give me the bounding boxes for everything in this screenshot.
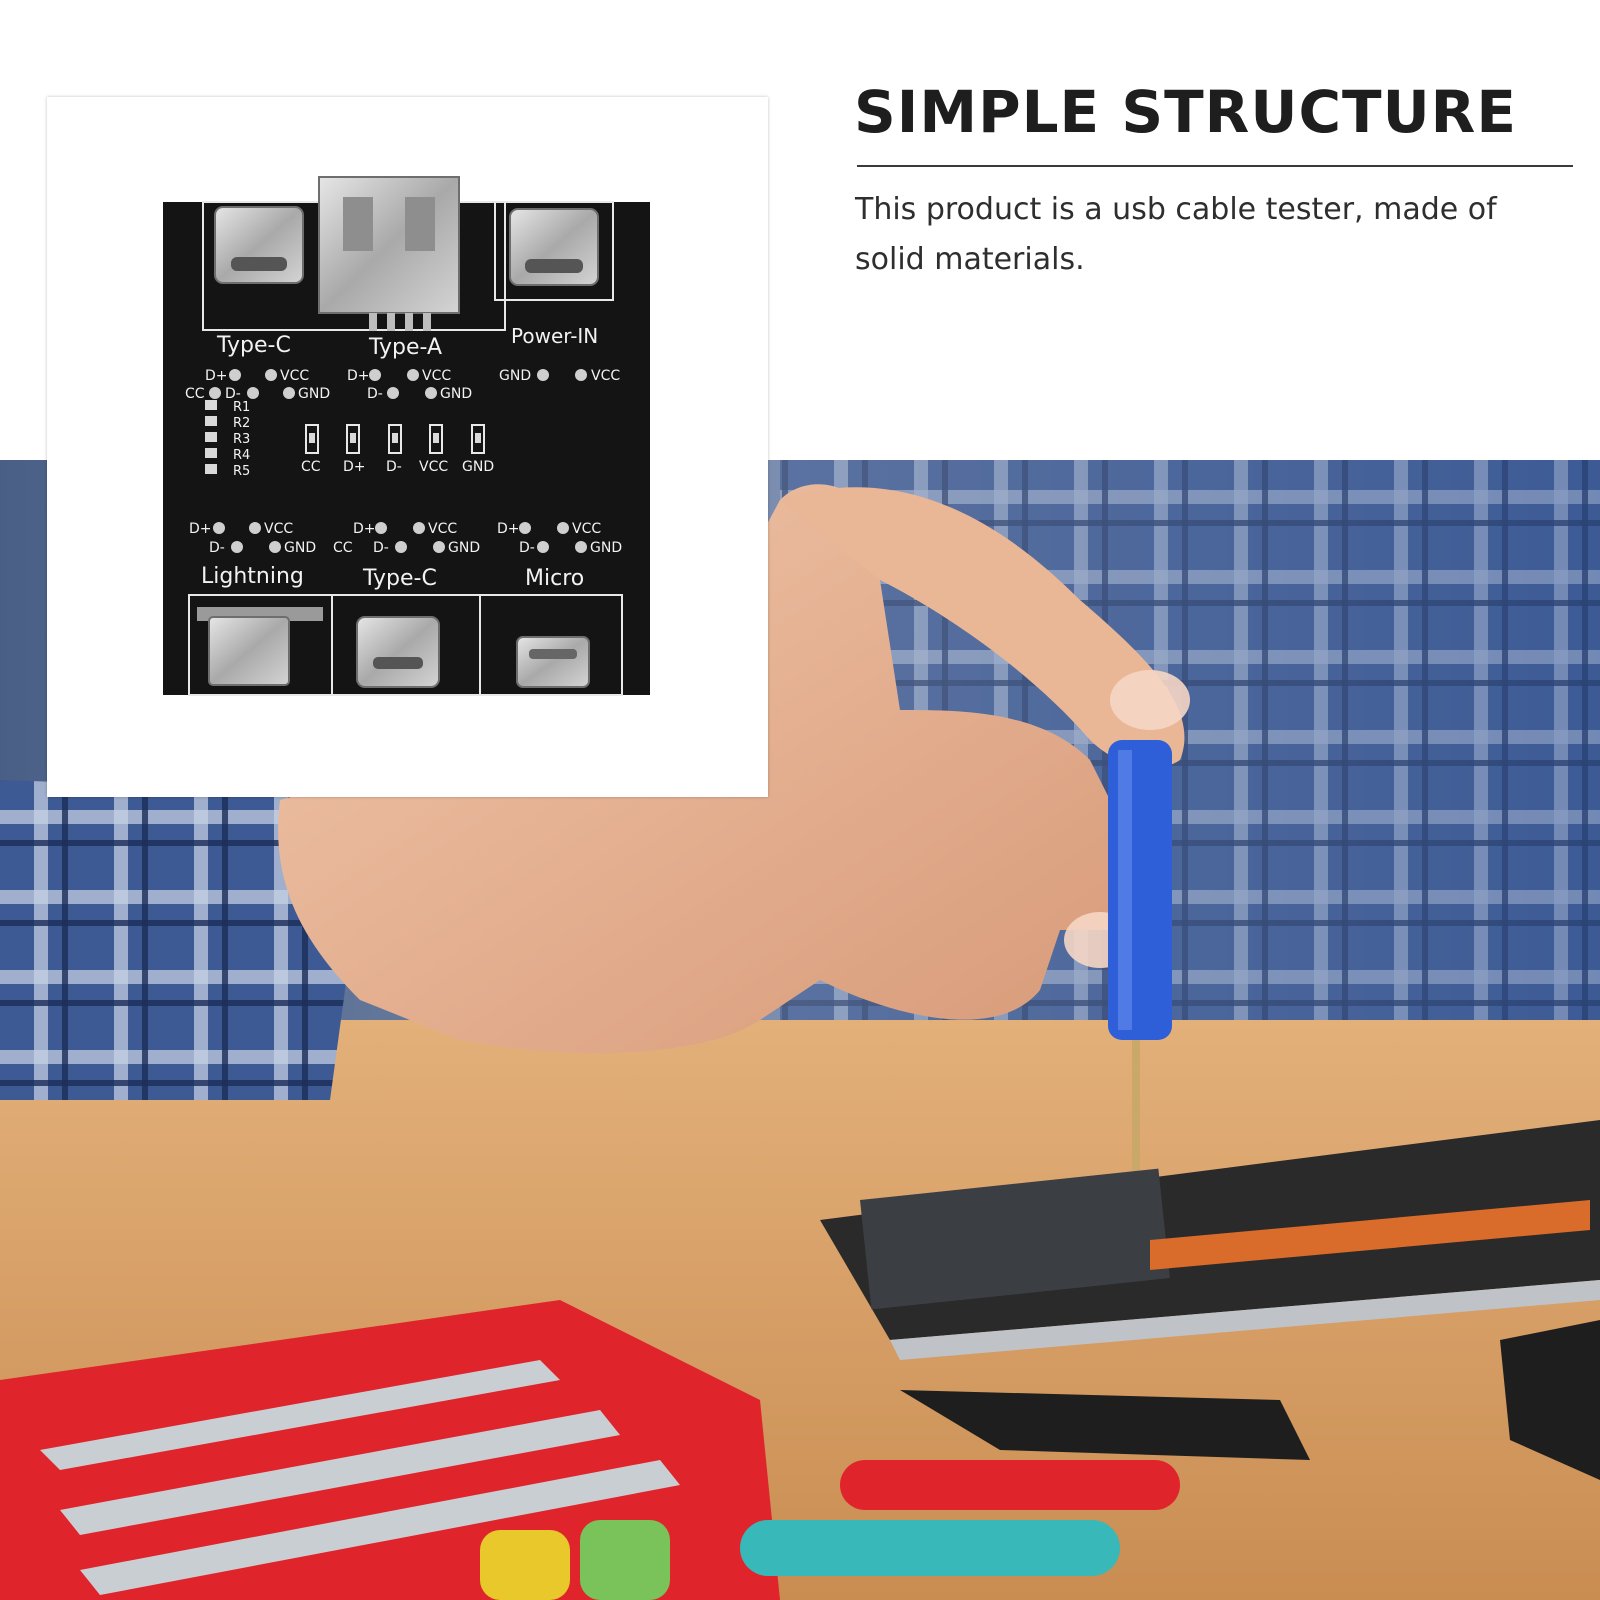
pin-label: VCC	[422, 368, 451, 384]
product-description: This product is a usb cable tester, made…	[855, 192, 1497, 277]
pin-label: GND	[298, 386, 330, 402]
label-type-a: Type-A	[368, 335, 442, 360]
pcb-board: Type-C Type-A Power-IN D+ VCC CC D- GND …	[163, 176, 650, 696]
pin-label: GND	[499, 368, 531, 384]
pin-label: GND	[284, 540, 316, 556]
type-c-port-bottom	[356, 616, 440, 688]
pin-label: GND	[440, 386, 472, 402]
pin-label: VCC	[591, 368, 620, 384]
pin-label: D-	[225, 386, 241, 402]
pin-label: VCC	[572, 521, 601, 537]
pin-label: D+	[347, 368, 370, 384]
micro-port	[516, 636, 590, 688]
pin-label: D+	[497, 521, 520, 537]
lightning-port	[197, 607, 323, 686]
resistor-label: R2	[233, 416, 250, 431]
label-micro: Micro	[525, 566, 584, 591]
led-indicators: CC D+ D- VCC GND	[301, 424, 494, 475]
power-in-port	[509, 208, 599, 286]
pin-label: D-	[367, 386, 383, 402]
type-a-port	[318, 176, 460, 331]
led-label: CC	[301, 459, 321, 475]
led-label: VCC	[419, 459, 448, 475]
resistor-label: R3	[233, 432, 250, 447]
label-type-c-bottom: Type-C	[362, 566, 437, 591]
pin-label: D-	[373, 540, 389, 556]
pin-label: CC	[333, 540, 353, 556]
label-lightning: Lightning	[201, 564, 304, 589]
resistor-array: R1 R2 R3 R4 R5	[205, 400, 250, 479]
pin-label: VCC	[428, 521, 457, 537]
pin-label: VCC	[264, 521, 293, 537]
pin-label: CC	[185, 386, 205, 402]
pin-label: D+	[205, 368, 228, 384]
pin-label: D-	[209, 540, 225, 556]
resistor-label: R4	[233, 448, 250, 463]
led-label: GND	[462, 459, 494, 475]
label-type-c-top: Type-C	[216, 333, 291, 358]
page-title: SIMPLE STRUCTURE	[854, 78, 1517, 146]
background-photo	[0, 460, 1600, 1600]
led-label: D-	[386, 459, 402, 475]
pin-label: D+	[189, 521, 212, 537]
pin-label: VCC	[280, 368, 309, 384]
product-image-inset: Type-C Type-A Power-IN D+ VCC CC D- GND …	[47, 97, 768, 797]
label-power-in: Power-IN	[511, 324, 598, 348]
led-label: D+	[343, 459, 366, 475]
resistor-label: R1	[233, 400, 250, 415]
type-c-port-top	[214, 206, 304, 284]
pin-label: D-	[519, 540, 535, 556]
title-divider	[857, 165, 1573, 167]
pin-label: GND	[448, 540, 480, 556]
pin-label: D+	[353, 521, 376, 537]
resistor-label: R5	[233, 464, 250, 479]
pin-label: GND	[590, 540, 622, 556]
